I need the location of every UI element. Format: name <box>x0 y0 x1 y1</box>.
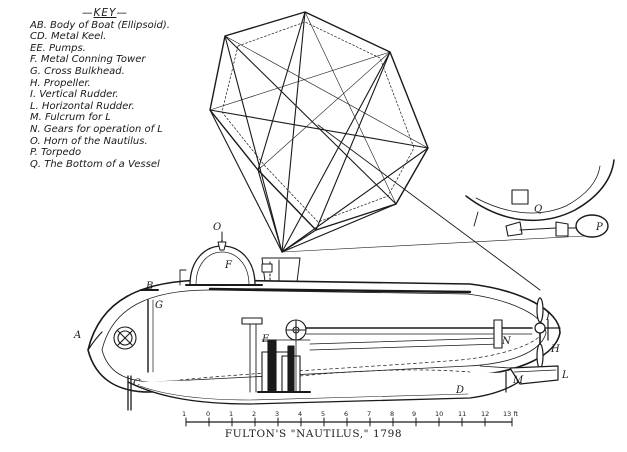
cross-bulkhead <box>113 289 159 373</box>
key-item: N. Gears for operation of L <box>30 123 163 135</box>
key-item: EE. Pumps. <box>30 42 86 54</box>
label-d: D <box>455 385 464 396</box>
key-item: M. Fulcrum for L <box>30 112 111 124</box>
scale-tick: 3 <box>275 410 279 418</box>
key-item: G. Cross Bulkhead. <box>30 65 125 77</box>
scale-bar <box>185 417 513 427</box>
key-item: CD. Metal Keel. <box>30 31 107 43</box>
key-title: —KEY— <box>82 7 128 19</box>
pumps <box>241 317 311 393</box>
label-m: M <box>512 375 524 386</box>
label-c: C <box>133 378 141 389</box>
label-i: I <box>545 312 551 323</box>
key-item: O. Horn of the Nautilus. <box>30 135 148 147</box>
label-h: H <box>550 344 560 355</box>
scale-tick: 0 <box>206 410 210 418</box>
scale-tick: 13 ft <box>503 410 519 418</box>
scale-tick: 4 <box>298 410 302 418</box>
part-labels: A B C D E F G H I L M N O P Q <box>73 204 603 396</box>
key-item: AB. Body of Boat (Ellipsoid). <box>30 19 170 31</box>
metal-keel <box>127 371 531 411</box>
key-legend: —KEY— AB. Body of Boat (Ellipsoid). CD. … <box>30 7 230 170</box>
scale-tick: 6 <box>344 410 348 418</box>
key-item: F. Metal Conning Tower <box>30 54 146 66</box>
sail-rigging <box>209 11 586 291</box>
scale-tick: 2 <box>252 410 256 418</box>
figure-caption: FULTON'S "NAUTILUS," 1798 <box>224 428 403 440</box>
propeller <box>534 297 561 369</box>
label-a: A <box>73 330 81 341</box>
key-item: I. Vertical Rudder. <box>30 89 119 101</box>
label-g: G <box>155 300 163 311</box>
key-item: P. Torpedo <box>30 147 82 159</box>
scale-tick: 1 <box>182 410 186 418</box>
scale-tick: 8 <box>390 410 394 418</box>
label-o: O <box>213 222 221 233</box>
scale-ticks: 1 0 1 2 3 4 5 6 7 8 9 10 11 12 13 ft <box>182 410 519 418</box>
key-item: L. Horizontal Rudder. <box>30 100 135 112</box>
scale-tick: 11 <box>458 410 466 418</box>
scale-tick: 1 <box>229 410 233 418</box>
label-n: N <box>501 336 512 347</box>
label-l: L <box>561 370 569 381</box>
label-e: E <box>261 334 270 345</box>
scale-tick: 5 <box>321 410 325 418</box>
horizontal-rudder <box>479 365 559 393</box>
scale-tick: 10 <box>435 410 443 418</box>
horn <box>217 231 227 251</box>
key-item: Q. The Bottom of a Vessel <box>30 158 160 170</box>
drive-shaft <box>285 319 533 351</box>
scale-tick: 12 <box>481 410 489 418</box>
label-p: P <box>595 222 603 233</box>
scale-tick: 7 <box>367 410 371 418</box>
label-b: B <box>145 281 153 292</box>
label-f: F <box>224 260 233 271</box>
key-item: H. Propeller. <box>30 77 91 89</box>
vessel-bottom-detail <box>465 159 615 238</box>
label-q: Q <box>534 204 542 215</box>
scale-tick: 9 <box>412 410 416 418</box>
